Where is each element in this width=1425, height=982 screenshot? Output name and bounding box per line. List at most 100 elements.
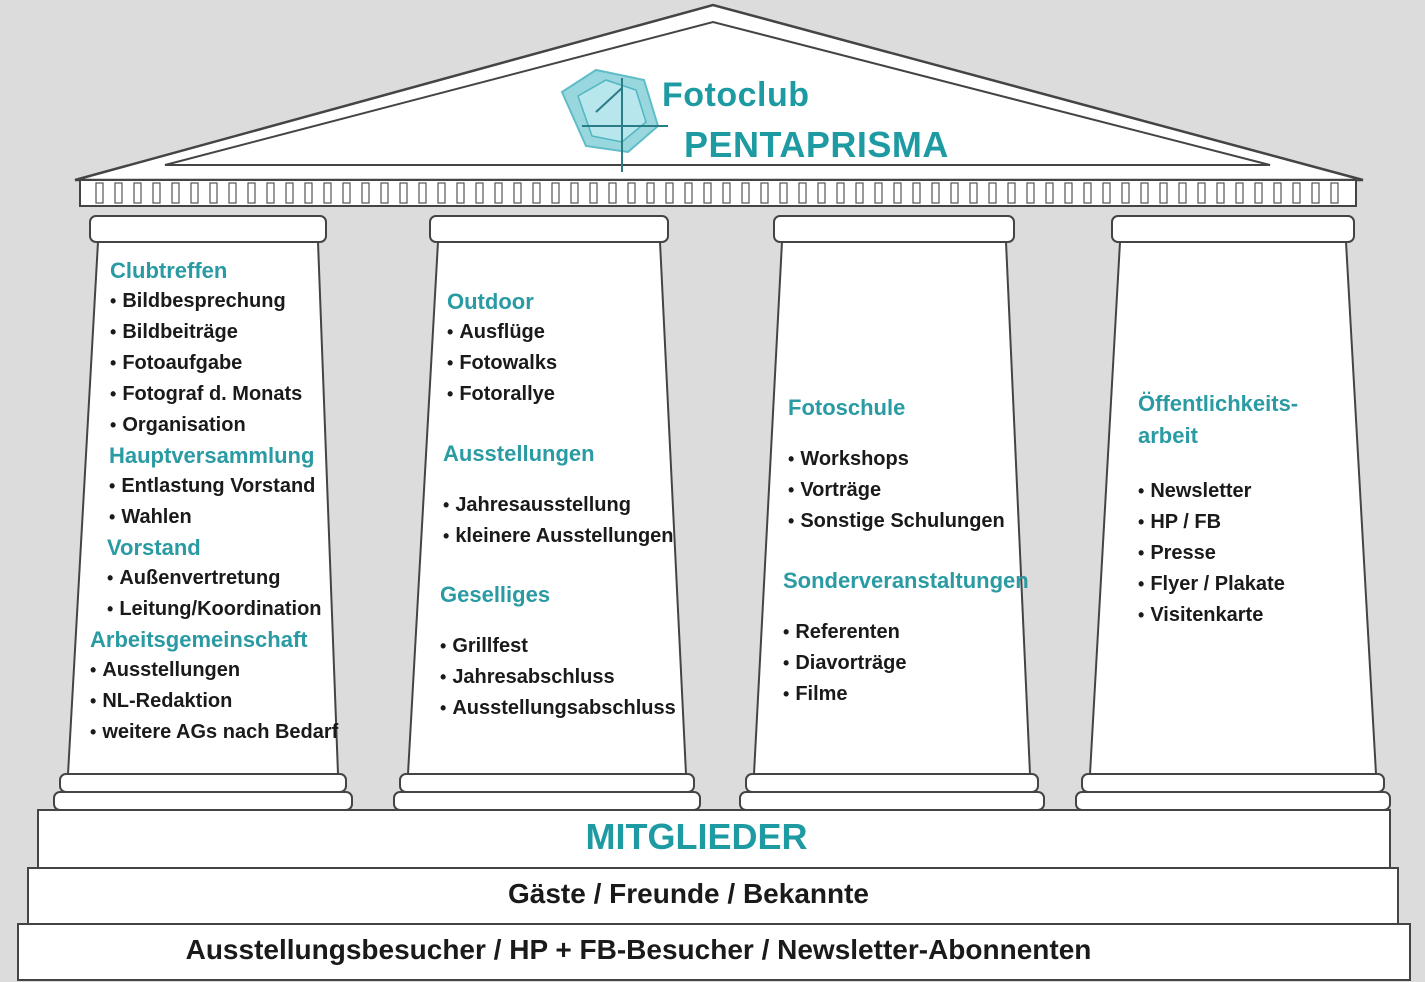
list-item: Workshops	[788, 444, 1029, 475]
frieze-triglyph	[513, 182, 522, 204]
frieze-triglyph	[1197, 182, 1206, 204]
frieze-triglyph	[342, 182, 351, 204]
list-item: Referenten	[783, 617, 1029, 648]
section-title-oeffentlichkeitsarbeit-1: Öffentlichkeits-	[1138, 391, 1299, 416]
list-item: NL-Redaktion	[90, 686, 338, 717]
frieze-triglyph	[950, 182, 959, 204]
frieze-triglyph	[836, 182, 845, 204]
section-title-vorstand: Vorstand	[107, 535, 201, 560]
list-item: Entlastung Vorstand	[109, 471, 338, 502]
frieze-triglyph	[133, 182, 142, 204]
list-item: Bildbesprechung	[110, 286, 338, 317]
frieze-triglyph	[589, 182, 598, 204]
frieze-triglyph	[988, 182, 997, 204]
pillar-4-content: Öffentlichkeits- arbeit Newsletter HP / …	[1138, 388, 1298, 631]
guests-label: Gäste / Freunde / Bekannte	[508, 878, 869, 909]
frieze-triglyph	[931, 182, 940, 204]
frieze-triglyph	[969, 182, 978, 204]
list-item: Ausstellungen	[90, 655, 338, 686]
frieze-triglyph	[152, 182, 161, 204]
list-item: Fotograf d. Monats	[110, 379, 338, 410]
frieze-triglyph	[1254, 182, 1263, 204]
list-item: Jahresausstellung	[443, 490, 676, 521]
list-item: Visitenkarte	[1138, 600, 1298, 631]
list-item: Ausflüge	[447, 317, 676, 348]
list-item: Fotorallye	[447, 379, 676, 410]
pillar-2-content: Outdoor Ausflüge Fotowalks Fotorallye Au…	[440, 287, 676, 724]
frieze-triglyph	[399, 182, 408, 204]
frieze-triglyph	[209, 182, 218, 204]
section-title-clubtreffen: Clubtreffen	[110, 258, 228, 283]
list-item: Vorträge	[788, 475, 1029, 506]
logo-line-1: Fotoclub	[662, 76, 810, 114]
frieze-triglyph	[418, 182, 427, 204]
frieze-triglyph	[665, 182, 674, 204]
frieze-triglyph	[608, 182, 617, 204]
members-label: MITGLIEDER	[585, 816, 808, 857]
frieze-triglyph	[171, 182, 180, 204]
list-item: Fotowalks	[447, 348, 676, 379]
visitors-label: Ausstellungsbesucher / HP + FB-Besucher …	[185, 934, 1092, 965]
section-title-arbeitsgemeinschaft: Arbeitsgemeinschaft	[90, 627, 308, 652]
list-item: Sonstige Schulungen	[788, 506, 1029, 537]
frieze-triglyph	[684, 182, 693, 204]
section-list-arbeitsgemeinschaft: Ausstellungen NL-Redaktion weitere AGs n…	[90, 655, 338, 748]
section-title-sonderveranstaltungen: Sonderveranstaltungen	[783, 568, 1029, 593]
frieze-triglyph	[779, 182, 788, 204]
frieze-triglyph	[380, 182, 389, 204]
list-item: Bildbeiträge	[110, 317, 338, 348]
section-title-hauptversammlung: Hauptversammlung	[109, 443, 315, 468]
frieze-triglyph	[1026, 182, 1035, 204]
list-item: Wahlen	[109, 502, 338, 533]
frieze-triglyph	[741, 182, 750, 204]
logo-line-2: PENTAPRISMA	[684, 124, 949, 165]
section-title-geselliges: Geselliges	[440, 582, 551, 607]
frieze	[79, 179, 1357, 207]
frieze-triglyph	[494, 182, 503, 204]
section-list-fotoschule: Workshops Vorträge Sonstige Schulungen	[788, 444, 1029, 537]
section-list-geselliges: Grillfest Jahresabschluss Ausstellungsab…	[440, 631, 676, 724]
frieze-triglyph	[361, 182, 370, 204]
frieze-triglyph	[1007, 182, 1016, 204]
frieze-triglyph	[1064, 182, 1073, 204]
frieze-triglyph	[1311, 182, 1320, 204]
frieze-triglyph	[817, 182, 826, 204]
list-item: kleinere Ausstellungen	[443, 521, 676, 552]
section-title-outdoor: Outdoor	[447, 289, 534, 314]
frieze-triglyph	[703, 182, 712, 204]
frieze-triglyph	[475, 182, 484, 204]
section-list-ausstellungen: Jahresausstellung kleinere Ausstellungen	[443, 490, 676, 552]
frieze-triglyph	[798, 182, 807, 204]
list-item: HP / FB	[1138, 507, 1298, 538]
frieze-triglyph	[855, 182, 864, 204]
frieze-triglyph	[570, 182, 579, 204]
frieze-triglyph	[1045, 182, 1054, 204]
pillar-3-content: Fotoschule Workshops Vorträge Sonstige S…	[783, 393, 1029, 710]
list-item: Flyer / Plakate	[1138, 569, 1298, 600]
frieze-triglyph	[247, 182, 256, 204]
frieze-triglyph	[1273, 182, 1282, 204]
list-item: Außenvertretung	[107, 563, 338, 594]
frieze-triglyph	[874, 182, 883, 204]
section-list-oeffentlichkeitsarbeit: Newsletter HP / FB Presse Flyer / Plakat…	[1138, 476, 1298, 631]
section-title-ausstellungen: Ausstellungen	[443, 441, 595, 466]
section-list-outdoor: Ausflüge Fotowalks Fotorallye	[447, 317, 676, 410]
list-item: Filme	[783, 679, 1029, 710]
list-item: Jahresabschluss	[440, 662, 676, 693]
frieze-triglyph	[646, 182, 655, 204]
list-item: Fotoaufgabe	[110, 348, 338, 379]
frieze-triglyph	[1178, 182, 1187, 204]
frieze-triglyph	[323, 182, 332, 204]
frieze-triglyph	[1102, 182, 1111, 204]
section-list-vorstand: Außenvertretung Leitung/Koordination	[107, 563, 338, 625]
list-item: Newsletter	[1138, 476, 1298, 507]
frieze-triglyph	[1235, 182, 1244, 204]
frieze-triglyph	[1292, 182, 1301, 204]
frieze-triglyph	[912, 182, 921, 204]
frieze-triglyph	[456, 182, 465, 204]
frieze-triglyph	[190, 182, 199, 204]
frieze-triglyph	[551, 182, 560, 204]
list-item: Leitung/Koordination	[107, 594, 338, 625]
guests-step	[27, 867, 1399, 925]
list-item: Diavorträge	[783, 648, 1029, 679]
